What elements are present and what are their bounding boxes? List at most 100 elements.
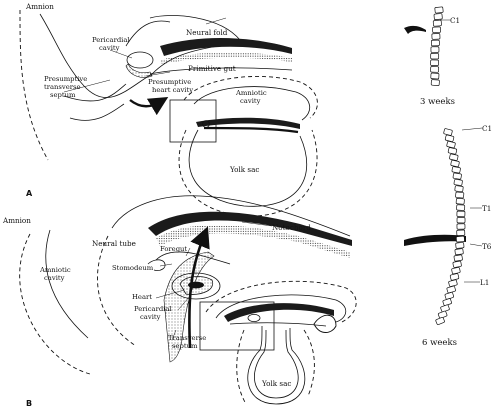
vertebra [430,66,440,73]
vertebra [447,147,458,155]
vertebra [455,242,465,249]
inner-dashed-b [97,235,137,347]
label-notochord: Notochord [272,223,311,232]
label-c1-6wk: C1 [482,124,492,133]
label-presumptive-heart-2: heart cavity [152,86,193,94]
embryonic-disc-a [196,117,300,129]
vertebra [453,178,463,186]
vertebra [456,223,466,230]
vertebra [430,39,440,47]
vertebra [454,185,464,193]
heart-mark-3wk [404,25,426,34]
label-amniotic-cavity-a-2: cavity [240,97,261,105]
vertebra [454,248,464,256]
vertebra [430,79,440,86]
yolk-sac-inner-b [254,329,299,399]
yolk-sac-dashed-b-right [303,329,315,397]
label-foregut: Foregut [160,245,187,253]
presumptive-septum-lower [69,103,125,121]
panel-a-letter: A [26,189,33,198]
label-neural-tube: Neural tube [92,239,136,248]
vertebra [434,6,444,14]
vertebra [456,210,466,218]
yolk-sac-dashed-b-left [236,329,247,405]
vertebra [444,134,455,142]
vertebra [440,304,450,313]
label-t1-6wk: T1 [482,204,491,213]
label-presumptive-septum-2: transverse [44,83,81,91]
detail-box-b [199,301,275,351]
embryonic-gut-a [203,126,299,134]
vertebra [456,217,466,224]
amniotic-cavity-dashed-a [183,75,318,119]
presumptive-septum-outline [63,83,127,102]
vertebra [432,19,442,27]
label-transverse-septum-1: Transverse [168,334,206,342]
yolk-sac-b [247,325,306,405]
yolk-sac-a [188,129,308,207]
amniotic-dashed-b [205,280,357,323]
vertebra [449,273,460,281]
vertebra [452,260,462,268]
label-t6-6wk: T6 [482,242,492,251]
spine-6-weeks: C1 T1 T6 L1 6 weeks [404,124,492,348]
vertebra [430,59,439,67]
label-neural-fold: Neural fold [186,28,228,37]
small-heart-a [202,120,210,128]
neural-tube-stipple [156,225,350,258]
neural-fold-outline [149,15,241,41]
panel-a: A Amn [19,2,318,217]
neural-fold-band [160,37,292,56]
label-transverse-septum-2: septum [172,342,198,350]
gut-small-b [229,322,327,327]
transverse-septum-b [163,251,215,363]
vertebra [430,53,440,60]
caption-6-weeks: 6 weeks [422,338,457,348]
label-amnion-b: Amnion [2,216,31,225]
vertebra [451,166,461,174]
amnion-membrane-b [19,233,91,375]
foregut-outline [155,251,231,265]
vertebra [437,310,448,319]
vertebrae-6wk [435,128,466,325]
label-pericardial-b-2: cavity [140,313,161,321]
panel-b-letter: B [26,399,32,408]
heart-small-b [247,313,261,322]
pericardial-cavity-a [126,51,154,69]
vertebra [433,13,443,20]
neural-tube-small-b [224,303,334,322]
amniotic-wall-b [45,229,89,339]
amnion-lead-a [39,13,85,87]
vertebra [432,26,442,34]
label-amniotic-cavity-b-1: Amniotic [39,266,71,274]
vertebra [430,46,440,53]
primitive-gut-outline [149,67,293,75]
label-presumptive-septum-1: Presumptive [44,75,87,83]
label-heart: Heart [132,293,152,301]
vertebra [449,153,459,161]
label-stomodeum: Stomodeum [112,264,154,272]
label-yolk-sac-a: Yolk sac [229,165,259,174]
fold-arrow-a [129,97,169,116]
vertebra [448,279,458,287]
vertebra [456,229,466,236]
fold-arrow-b [188,226,210,349]
vertebra [451,267,461,275]
vertebra [430,72,440,80]
vertebra [455,235,465,243]
vertebra [453,254,463,262]
embryo-outline-b [111,195,351,237]
label-amnion-a: Amnion [25,2,54,11]
vertebra [452,172,462,180]
vertebra [435,317,445,325]
neural-fold-stipple [160,52,292,64]
label-presumptive-septum-3: septum [50,91,76,99]
vertebrae-3wk [430,6,444,86]
amniotic-cavity-outline-a [193,86,310,121]
vertebra [446,140,456,149]
vertebra [442,298,452,306]
label-presumptive-heart-1: Presumptive [148,78,191,86]
tail-fold-b [313,314,337,333]
vertebra [431,33,441,40]
